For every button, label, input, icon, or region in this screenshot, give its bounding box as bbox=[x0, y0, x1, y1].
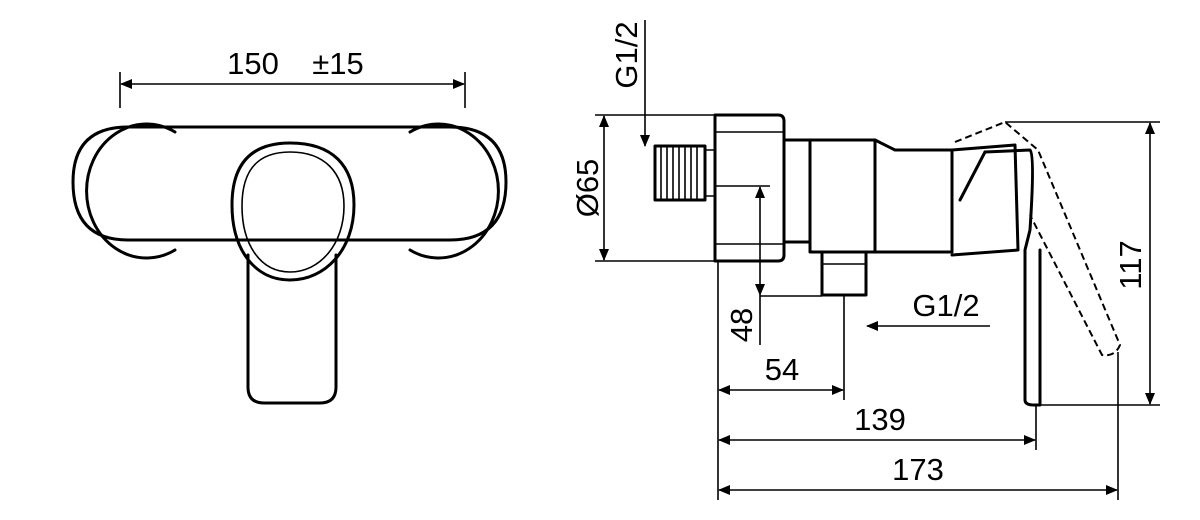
total-depth-label: 173 bbox=[892, 452, 944, 487]
outlet-height-label: 48 bbox=[724, 308, 759, 342]
inlet-thread-hatch bbox=[660, 146, 698, 200]
inlet-thread bbox=[653, 144, 707, 202]
lever-base-inner bbox=[241, 151, 345, 273]
outlet-offset-label: 54 bbox=[765, 352, 799, 387]
outlet-spout bbox=[820, 250, 868, 297]
cartridge-housing bbox=[873, 138, 954, 254]
width-tolerance-label: ±15 bbox=[312, 46, 364, 81]
lever-alternate-position bbox=[954, 120, 1122, 357]
mixer-body-outline bbox=[71, 125, 508, 242]
side-body bbox=[808, 138, 877, 254]
left-rosette bbox=[85, 122, 177, 260]
diameter-label: Ø65 bbox=[570, 159, 605, 218]
side-view: Ø65 G1/2 48 G1/2 54 139 173 117 bbox=[570, 20, 1160, 500]
inlet-thread-label: G1/2 bbox=[609, 21, 644, 88]
front-view: 150 ±15 bbox=[71, 46, 508, 405]
handle-depth-label: 139 bbox=[854, 402, 906, 437]
total-height-label: 117 bbox=[1113, 240, 1148, 289]
side-rosette bbox=[713, 113, 786, 263]
outlet-thread-label: G1/2 bbox=[912, 288, 979, 323]
side-lever-handle bbox=[983, 148, 1042, 407]
inlet-connector bbox=[705, 149, 715, 197]
width-label: 150 bbox=[227, 46, 279, 81]
body-neck bbox=[782, 138, 812, 244]
right-rosette bbox=[408, 122, 500, 260]
side-lever-slope bbox=[958, 150, 987, 202]
side-lever-base bbox=[950, 143, 1020, 257]
lever-base-oval bbox=[230, 141, 356, 282]
lever-handle bbox=[246, 253, 338, 405]
